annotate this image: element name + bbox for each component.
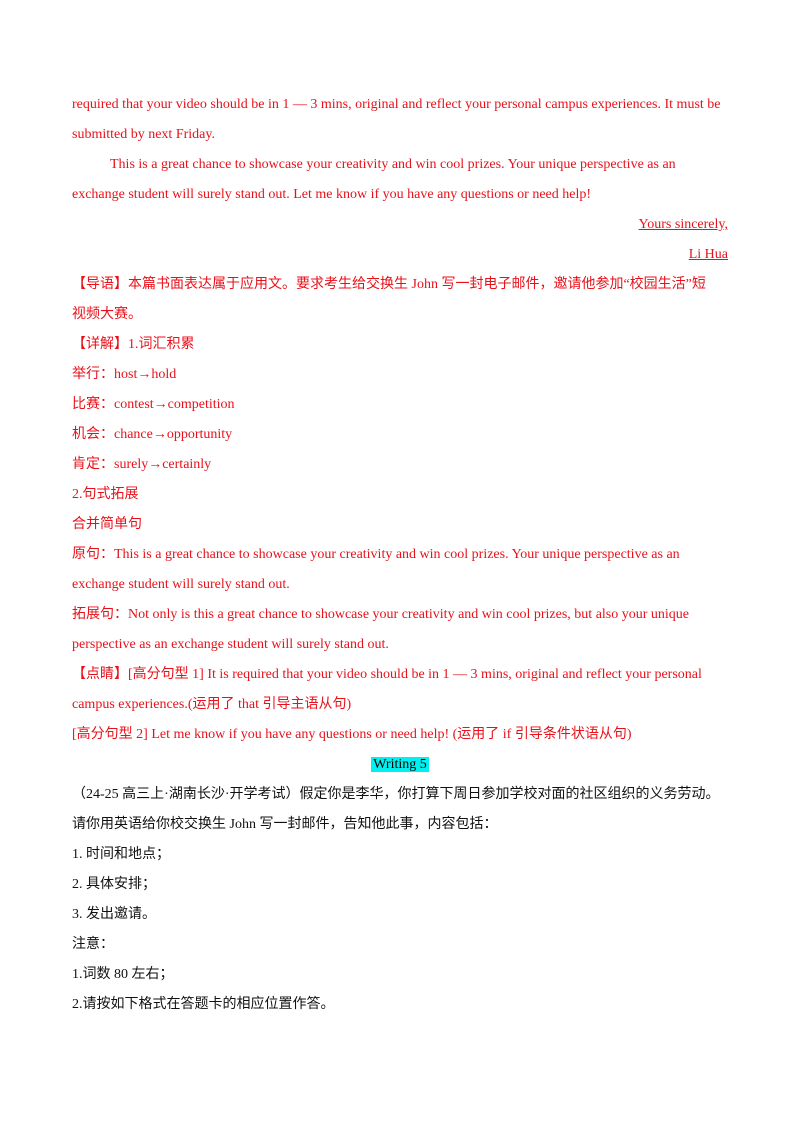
guide-line-1: 【导语】本篇书面表达属于应用文。要求考生给交换生 John 写一封电子邮件，邀请… — [72, 277, 706, 292]
content-item: 1. 时间和地点； — [72, 847, 170, 862]
prompt-line-2: 请你用英语给你校交换生 John 写一封邮件，告知他此事，内容包括： — [72, 817, 498, 832]
letter-line-2: submitted by next Friday. — [72, 127, 215, 142]
sentence-heading: 2.句式拓展 — [72, 487, 139, 502]
vocab-item: 机会：chance→opportunity — [72, 427, 233, 442]
vocab-item: 举行：host→hold — [72, 367, 177, 382]
letter-line-3: This is a great chance to showcase your … — [110, 157, 676, 172]
guide-line-2: 视频大赛。 — [72, 307, 142, 322]
document-page: required that your video should be in 1 … — [72, 95, 728, 1025]
letter-line-1: required that your video should be in 1 … — [72, 97, 721, 112]
letter-signature: Li Hua — [688, 247, 728, 262]
note-heading: 注意： — [72, 937, 114, 952]
note-item: 2.请按如下格式在答题卡的相应位置作答。 — [72, 997, 335, 1012]
letter-closing: Yours sincerely, — [638, 217, 728, 232]
note-item: 1.词数 80 左右； — [72, 967, 174, 982]
section-title: Writing 5 — [371, 757, 429, 772]
vocab-item: 比赛：contest→competition — [72, 397, 235, 412]
combine-heading: 合并简单句 — [72, 517, 142, 532]
original-sentence-line-2: exchange student will surely stand out. — [72, 577, 290, 592]
highlight-line-3: [高分句型 2] Let me know if you have any que… — [72, 727, 632, 742]
original-sentence-line-1: 原句：This is a great chance to showcase yo… — [72, 547, 680, 562]
content-item: 3. 发出邀请。 — [72, 907, 156, 922]
highlight-line-2: campus experiences.(运用了 that 引导主语从句) — [72, 697, 352, 712]
content-item: 2. 具体安排； — [72, 877, 156, 892]
expanded-sentence-line-2: perspective as an exchange student will … — [72, 637, 389, 652]
prompt-line-1: （24-25 高三上·湖南长沙·开学考试）假定你是李华，你打算下周日参加学校对面… — [72, 787, 720, 802]
detail-heading: 【详解】1.词汇积累 — [72, 337, 195, 352]
highlight-line-1: 【点睛】[高分句型 1] It is required that your vi… — [72, 667, 702, 682]
letter-line-4: exchange student will surely stand out. … — [72, 187, 592, 202]
expanded-sentence-line-1: 拓展句：Not only is this a great chance to s… — [72, 607, 690, 622]
vocab-item: 肯定：surely→certainly — [72, 457, 212, 472]
